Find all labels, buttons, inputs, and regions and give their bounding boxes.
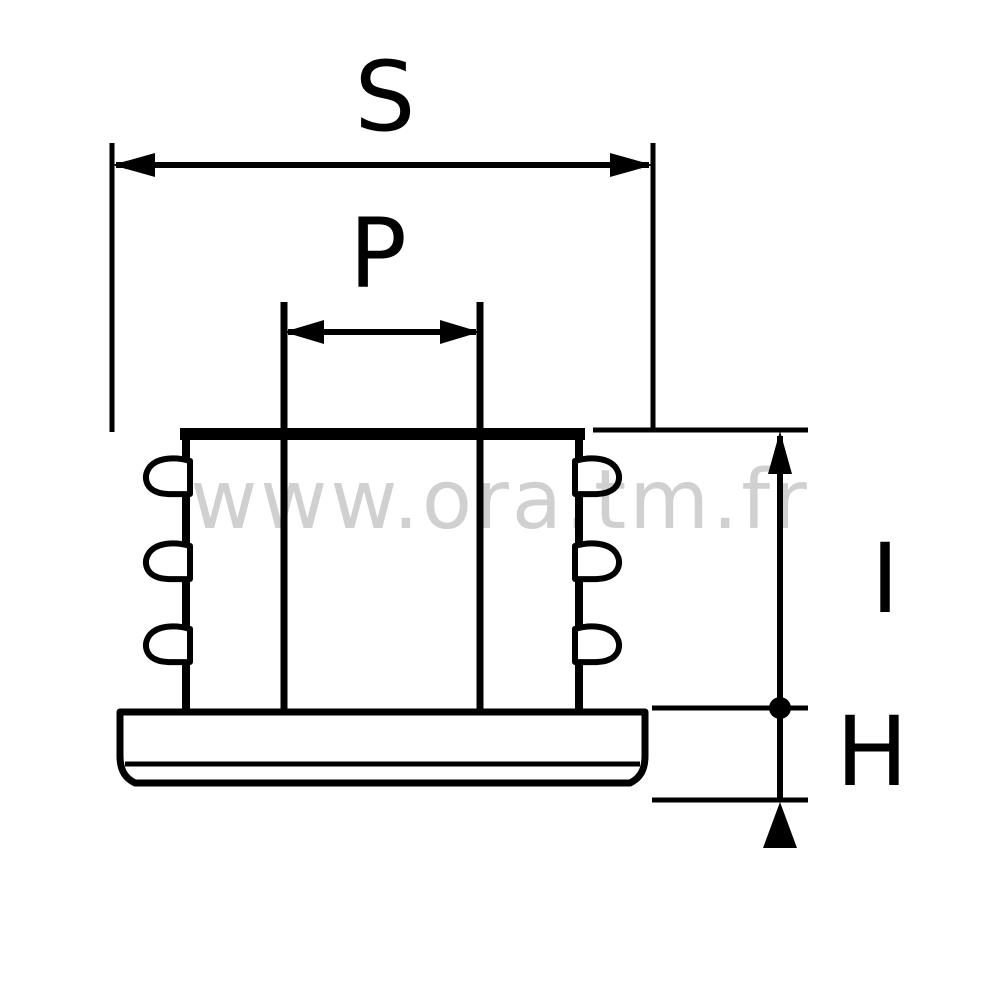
dimension-h-arrow-up-icon [763,802,797,848]
dimension-i-arrow-up-icon [768,431,792,474]
insert-body [116,428,649,787]
dimension-s-arrow-left-icon [112,153,155,177]
dimension-p-arrow-left-icon [284,320,324,344]
bottom-cap [116,708,649,787]
fin-left-3 [142,623,193,666]
dimension-p-arrow-right-icon [440,320,480,344]
fin-left-2 [142,540,193,583]
dimension-h: H [652,696,908,848]
fin-right-2 [572,540,623,583]
dimension-s: S [109,41,656,432]
dimension-i: I [593,427,899,719]
dimension-i-label: I [871,523,899,635]
watermark: www.ora.tm.fr [190,453,810,548]
fin-right-3 [572,623,623,666]
dimension-s-arrow-right-icon [610,153,653,177]
dimension-s-label: S [355,41,416,153]
fin-right-1 [572,455,623,498]
dimension-p: P [280,198,484,712]
fin-left-1 [142,455,193,498]
dimension-p-label: P [349,198,407,310]
dimension-h-label: H [836,696,908,808]
